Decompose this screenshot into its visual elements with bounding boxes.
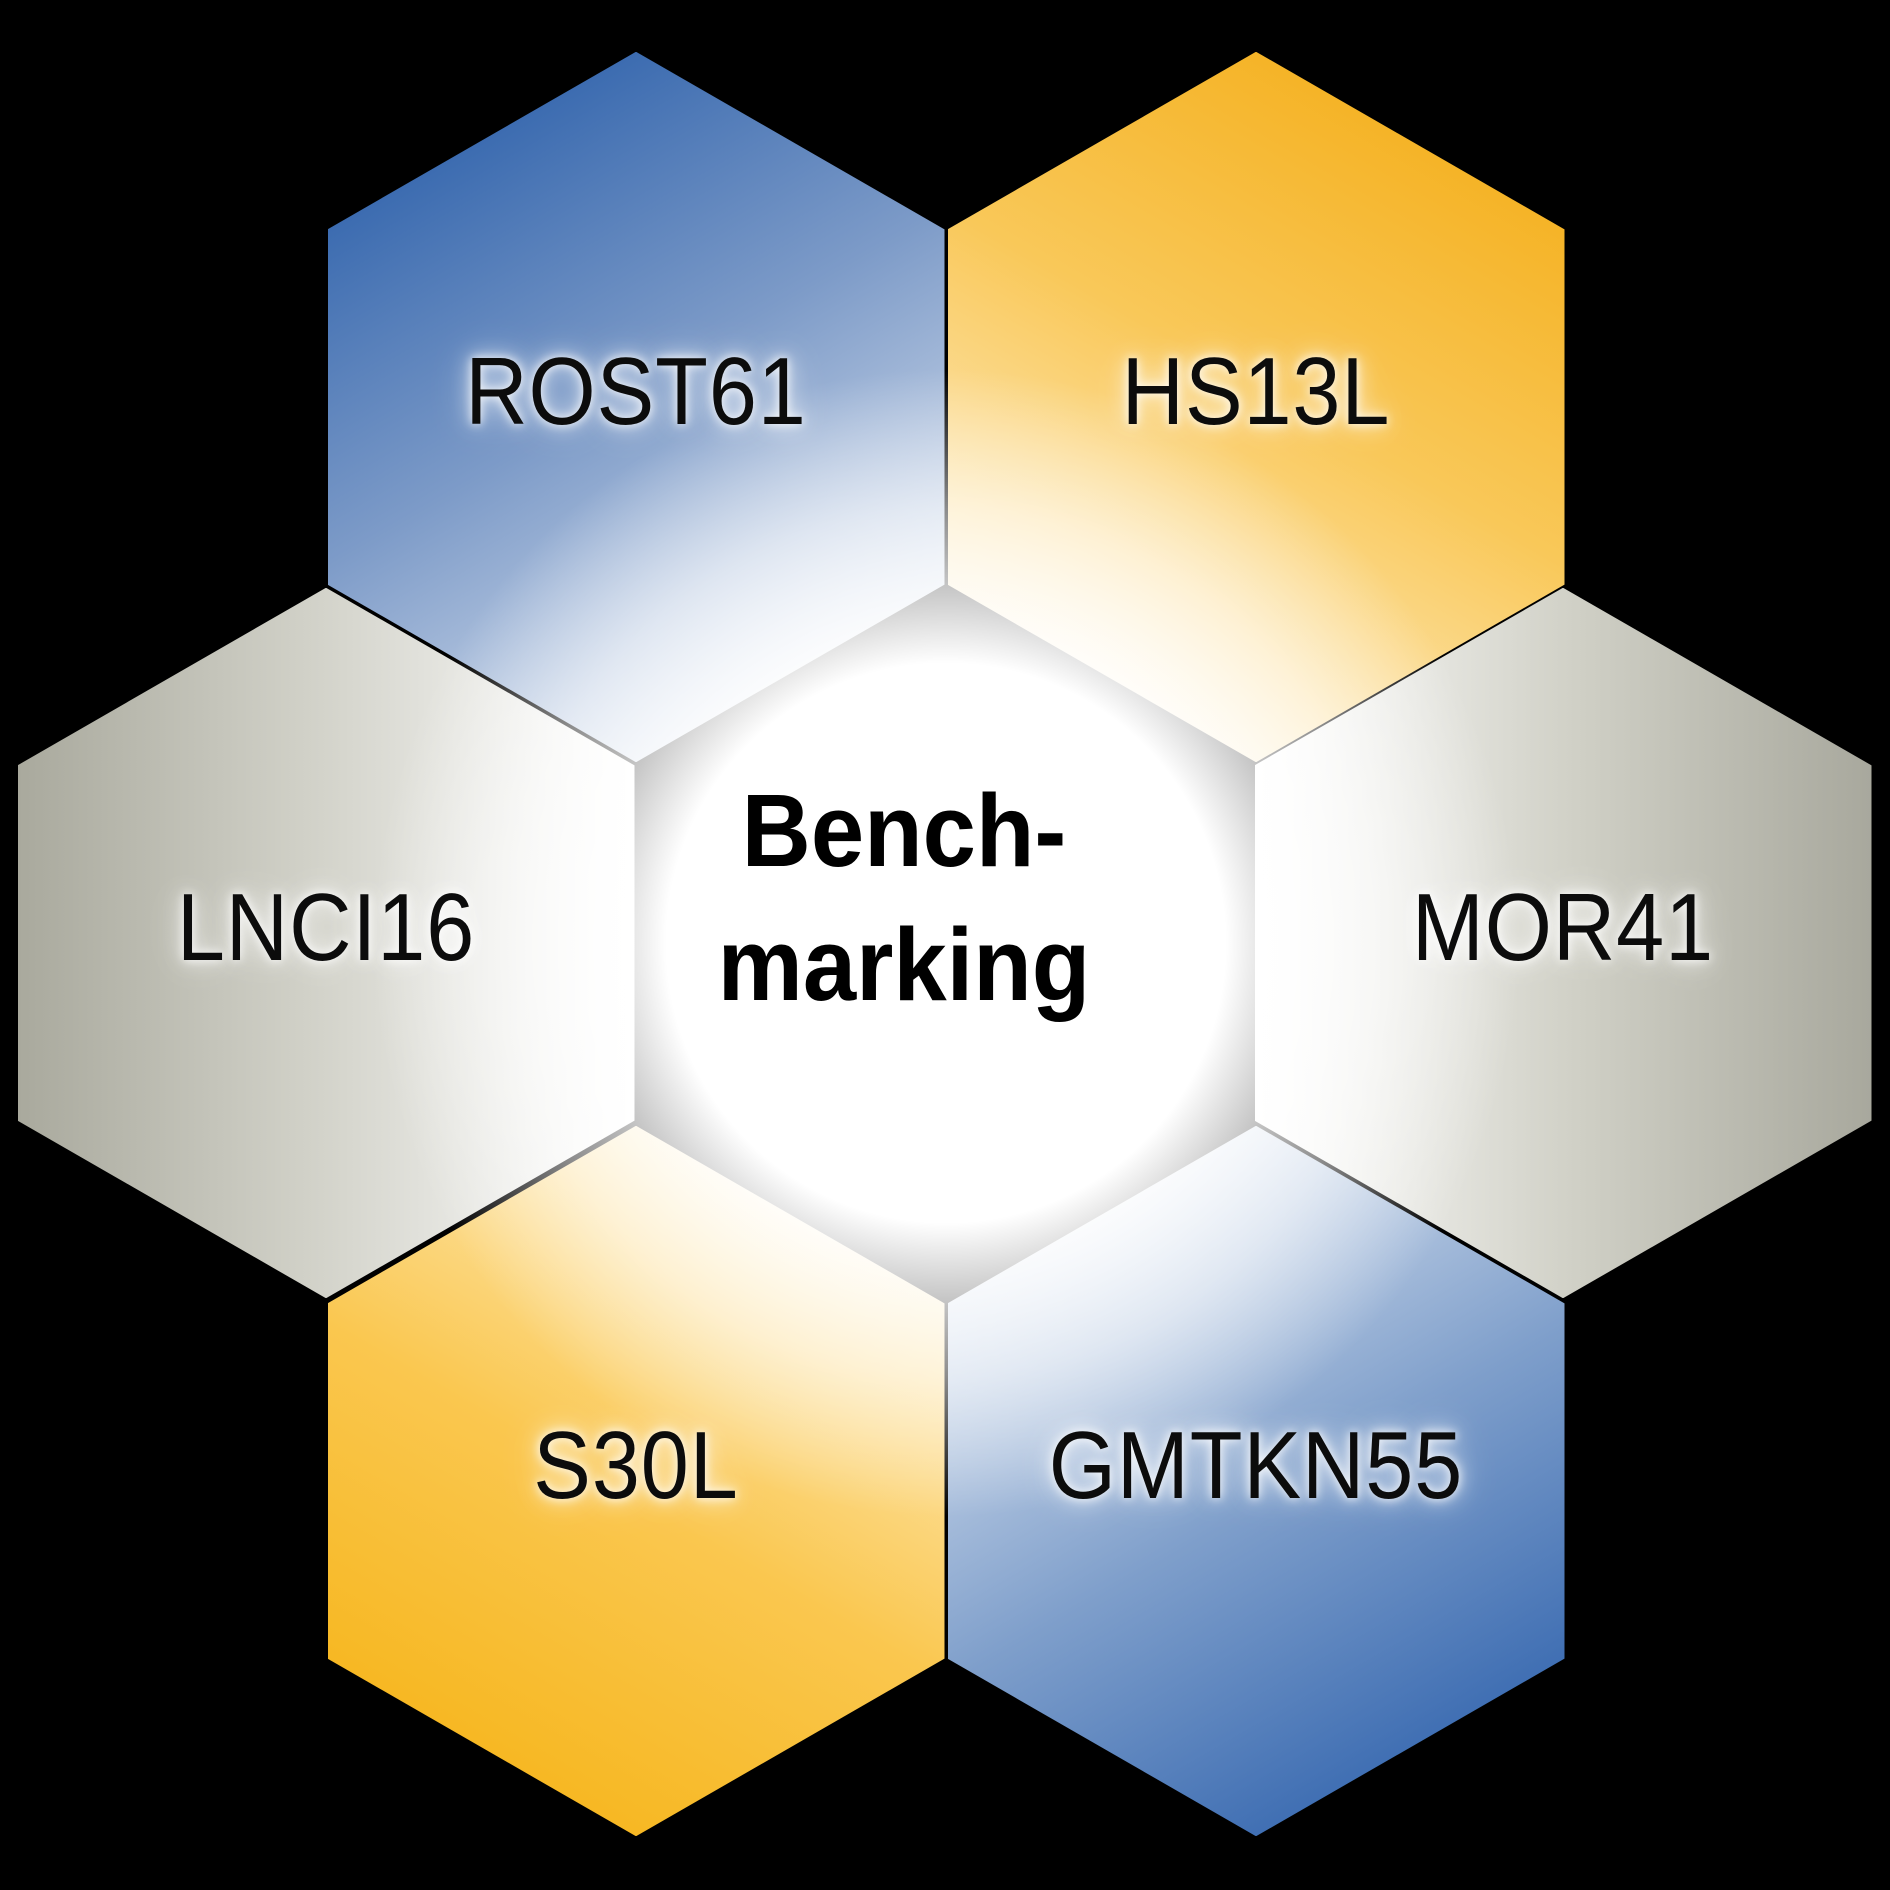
hexagon-label-gmtkn55: GMTKN55 xyxy=(1048,1412,1464,1519)
hexagon-label-rost61: ROST61 xyxy=(465,338,807,445)
center-title: Bench- marking xyxy=(718,764,1091,1032)
hexagon-label-lnci16: LNCI16 xyxy=(176,874,476,981)
hexagon-label-mor41: MOR41 xyxy=(1411,874,1715,981)
hexagon-label-hs13l: HS13L xyxy=(1121,338,1391,445)
center-title-line1: Bench- xyxy=(741,773,1067,888)
center-title-line2: marking xyxy=(717,907,1091,1022)
hexagon-label-s30l: S30L xyxy=(533,1412,739,1519)
